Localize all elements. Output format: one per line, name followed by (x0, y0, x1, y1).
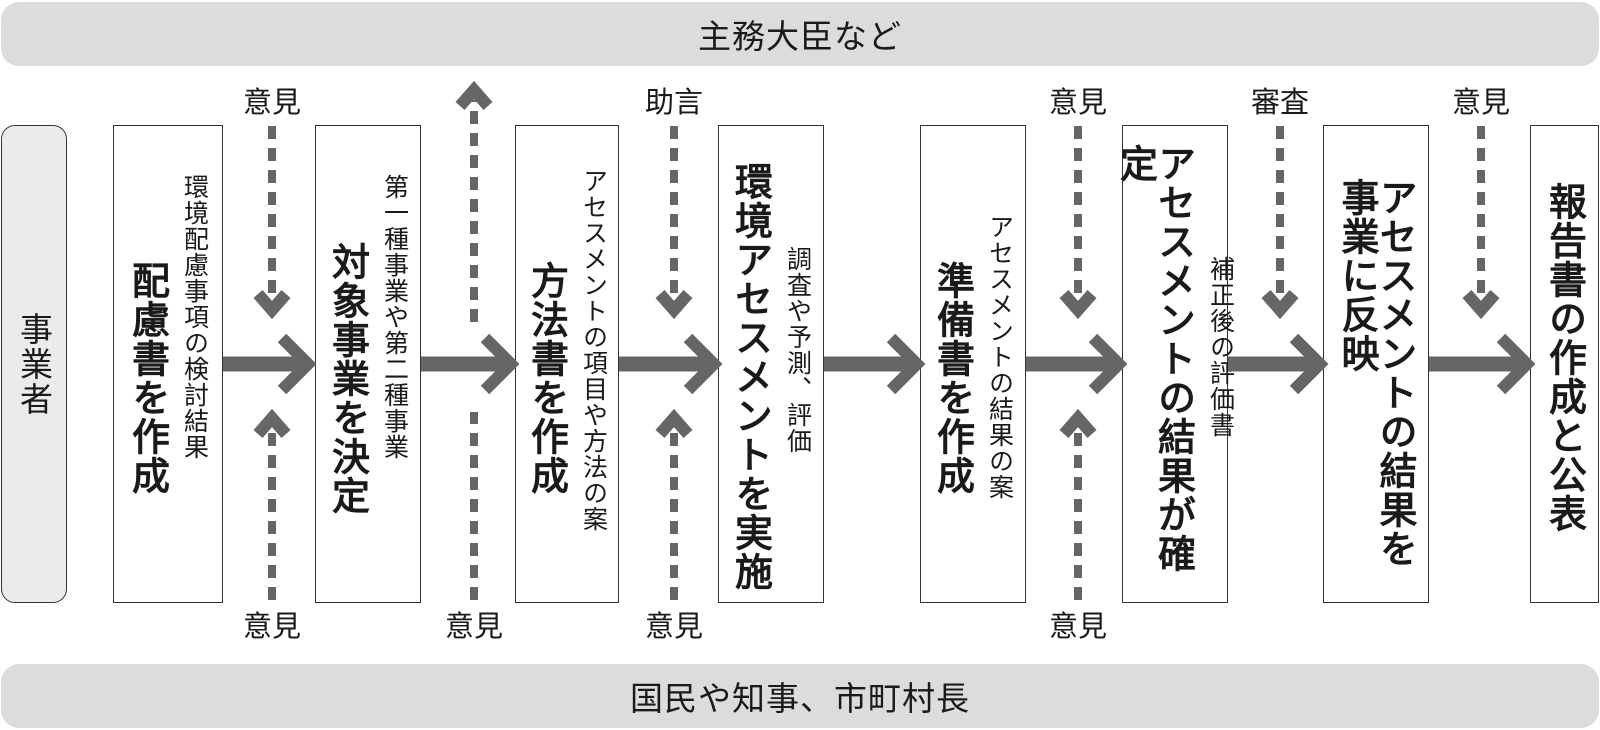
dashed-arrow-bottom-4 (1059, 408, 1097, 600)
step-2-sub: 第一種事業や第二種事業 (380, 174, 410, 460)
dashed-arrow-bottom-1 (253, 408, 291, 600)
step-3-box: アセスメントの項目や方法の案 方法書を作成 (515, 125, 619, 603)
flow-arrow-2-3 (421, 333, 520, 395)
flow-arrow-4-5 (824, 333, 926, 395)
bottom-band-public: 国民や知事、市町村長 (1, 664, 1599, 728)
actor-business-operator: 事業者 (1, 125, 67, 603)
top-band-label: 主務大臣など (698, 17, 902, 56)
step-5-box: アセスメントの結果の案 準備書を作成 (920, 125, 1026, 603)
step-1-box: 環境配慮事項の検討結果 配慮書を作成 (113, 125, 223, 603)
top-label-opinion-3: 意見 (1451, 85, 1510, 119)
step-2-box: 第一種事業や第二種事業 対象事業を決定 (315, 125, 421, 603)
actor-label: 事業者 (14, 311, 54, 417)
flow-arrow-6-7 (1228, 333, 1329, 395)
step-8-main: 報告書の作成と公表 (1542, 182, 1587, 533)
top-label-opinion-1: 意見 (242, 85, 301, 119)
bottom-label-opinion-2: 意見 (444, 609, 503, 643)
top-label-advice: 助言 (644, 85, 703, 119)
step-1-sub: 環境配慮事項の検討結果 (180, 174, 210, 460)
step-3-main: 方法書を作成 (524, 261, 569, 495)
step-5-sub: アセスメントの結果の案 (985, 214, 1015, 500)
dashed-arrow-top-1 (253, 126, 291, 320)
bottom-band-label: 国民や知事、市町村長 (630, 679, 970, 718)
flow-arrow-5-6 (1026, 333, 1128, 395)
top-band-minister: 主務大臣など (1, 2, 1599, 66)
bottom-label-opinion-3: 意見 (644, 609, 703, 643)
bottom-label-opinion-4: 意見 (1048, 609, 1107, 643)
top-label-opinion-2: 意見 (1048, 85, 1107, 119)
step-3-sub: アセスメントの項目や方法の案 (579, 168, 609, 532)
flow-arrow-1-2 (223, 333, 317, 395)
step-6-box: 補正後の評価書 アセスメントの結果が確定 (1114, 125, 1236, 603)
step-2-main: 対象事業を決定 (325, 241, 370, 515)
step-1-main: 配慮書を作成 (125, 261, 170, 495)
step-6-sub: 補正後の評価書 (1206, 256, 1236, 438)
step-5-main: 準備書を作成 (930, 261, 975, 495)
step-6-main: アセスメントの結果が確定 (1113, 144, 1196, 573)
step-7-box: アセスメントの結果を事業に反映 (1323, 125, 1429, 603)
dashed-arrow-top-opinion-3 (1462, 126, 1500, 320)
step-4-box: 調査や予測、評価 環境アセスメントを実施 (718, 125, 824, 603)
dashed-arrow-bottom-3 (655, 408, 693, 600)
step-4-main: 環境アセスメントを実施 (728, 162, 773, 591)
top-label-review: 審査 (1250, 85, 1309, 119)
bottom-label-opinion-1: 意見 (242, 609, 301, 643)
dashed-arrow-top-advice (655, 126, 693, 320)
dashed-arrow-up-to-minister (455, 80, 493, 322)
dashed-arrow-top-opinion-2 (1059, 126, 1097, 320)
step-4-sub: 調査や予測、評価 (783, 246, 813, 454)
flow-arrow-7-8 (1429, 333, 1536, 395)
step-8-box: 報告書の作成と公表 (1530, 125, 1599, 603)
step-7-main: アセスメントの結果を事業に反映 (1335, 178, 1417, 568)
flow-arrow-3-4 (619, 333, 723, 395)
dashed-arrow-top-review (1261, 126, 1299, 320)
